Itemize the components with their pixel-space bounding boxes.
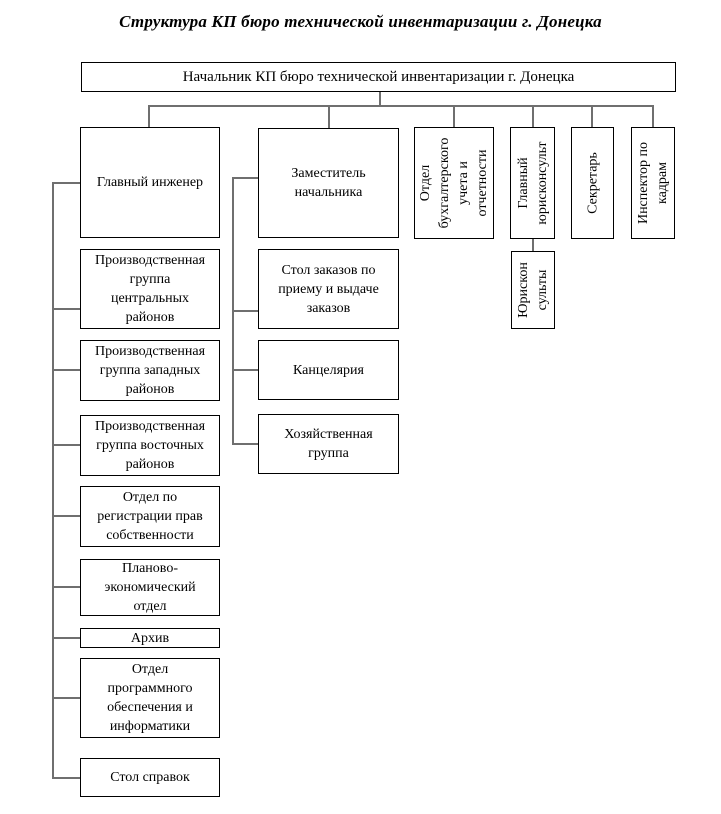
node-chancellery: Канцелярия bbox=[258, 340, 399, 400]
connector-stub-chancellery bbox=[232, 369, 258, 371]
node-planning-dept: Планово- экономический отдел bbox=[80, 559, 220, 616]
node-secretary-label: Секретарь bbox=[585, 152, 600, 214]
connector-drop-chief-engineer bbox=[148, 105, 150, 127]
connector-stub-orders-desk bbox=[232, 310, 258, 312]
connector-stub-prod-west bbox=[52, 369, 80, 371]
node-chief-legal-adviser-label: Главный юрисконсульт bbox=[515, 141, 550, 225]
connector-drop-chief-legal bbox=[532, 105, 534, 127]
node-hr-inspector: Инспектор по кадрам bbox=[631, 127, 675, 239]
connector-stub-planning bbox=[52, 586, 80, 588]
node-prod-group-west: Производственная группа западных районов bbox=[80, 340, 220, 401]
connector-stub-info-desk bbox=[52, 777, 80, 779]
connector-stub-property-rights bbox=[52, 515, 80, 517]
connector-left-spine bbox=[52, 182, 54, 779]
node-property-rights-dept: Отдел по регистрации прав собственности bbox=[80, 486, 220, 547]
node-legal-advisers: Юрискон сульты bbox=[511, 251, 555, 329]
connector-legal-advisers bbox=[532, 239, 534, 251]
node-prod-group-east: Производственная группа восточных районо… bbox=[80, 415, 220, 476]
connector-stub-prod-east bbox=[52, 444, 80, 446]
node-archive: Архив bbox=[80, 628, 220, 648]
node-household-group: Хозяйственная группа bbox=[258, 414, 399, 474]
connector-stub-chief-engineer bbox=[52, 182, 80, 184]
connector-stub-archive bbox=[52, 637, 80, 639]
connector-drop-secretary bbox=[591, 105, 593, 127]
node-legal-advisers-label: Юрискон сульты bbox=[516, 262, 550, 318]
node-accounting-dept: Отдел бухгалтерского учета и отчетности bbox=[414, 127, 494, 239]
node-software-dept: Отдел программного обеспечения и информа… bbox=[80, 658, 220, 738]
node-director: Начальник КП бюро технической инвентариз… bbox=[81, 62, 676, 92]
connector-drop-deputy bbox=[328, 105, 330, 128]
node-chief-legal-adviser: Главный юрисконсульт bbox=[510, 127, 555, 239]
connector-stub-deputy bbox=[232, 177, 258, 179]
connector-stub-household bbox=[232, 443, 258, 445]
node-orders-desk: Стол заказов по приему и выдаче заказов bbox=[258, 249, 399, 329]
connector-drop-hr bbox=[652, 105, 654, 127]
node-info-desk: Стол справок bbox=[80, 758, 220, 797]
connector-stub-software bbox=[52, 697, 80, 699]
node-secretary: Секретарь bbox=[571, 127, 614, 239]
node-hr-inspector-label: Инспектор по кадрам bbox=[636, 141, 670, 225]
node-deputy-head: Заместитель начальника bbox=[258, 128, 399, 238]
chart-title: Структура КП бюро технической инвентариз… bbox=[119, 12, 602, 31]
connector-drop-accounting bbox=[453, 105, 455, 127]
connector-rail bbox=[148, 105, 654, 107]
node-chief-engineer: Главный инженер bbox=[80, 127, 220, 238]
connector-stub-prod-central bbox=[52, 308, 80, 310]
connector-root-feed bbox=[379, 92, 381, 106]
node-prod-group-central: Производственная группа центральных райо… bbox=[80, 249, 220, 329]
node-accounting-dept-label: Отдел бухгалтерского учета и отчетности bbox=[418, 137, 490, 229]
